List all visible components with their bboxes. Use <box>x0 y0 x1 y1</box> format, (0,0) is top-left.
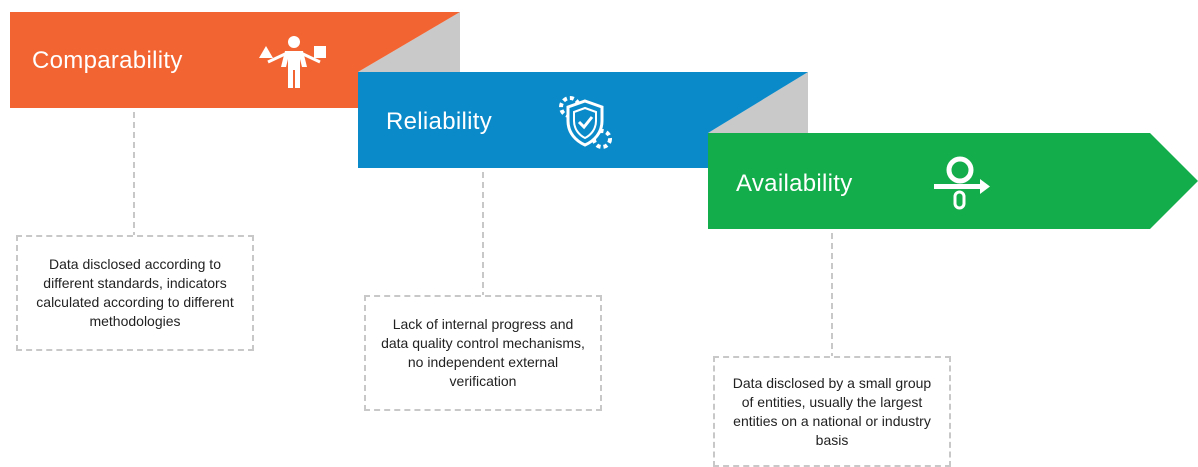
description-availability: Data disclosed by a small group of entit… <box>713 356 951 467</box>
band-comparability <box>10 12 460 108</box>
magnifier-arrow-icon <box>934 156 990 210</box>
description-comparability: Data disclosed according to different st… <box>16 235 254 351</box>
stage-title-reliability: Reliability <box>386 108 493 135</box>
stage-title-comparability: Comparability <box>32 47 183 74</box>
stage-title-availability: Availability <box>736 170 853 197</box>
shield-gear-icon <box>559 96 612 149</box>
description-reliability: Lack of internal progress and data quali… <box>364 295 602 411</box>
person-balancing-icon <box>259 36 326 88</box>
